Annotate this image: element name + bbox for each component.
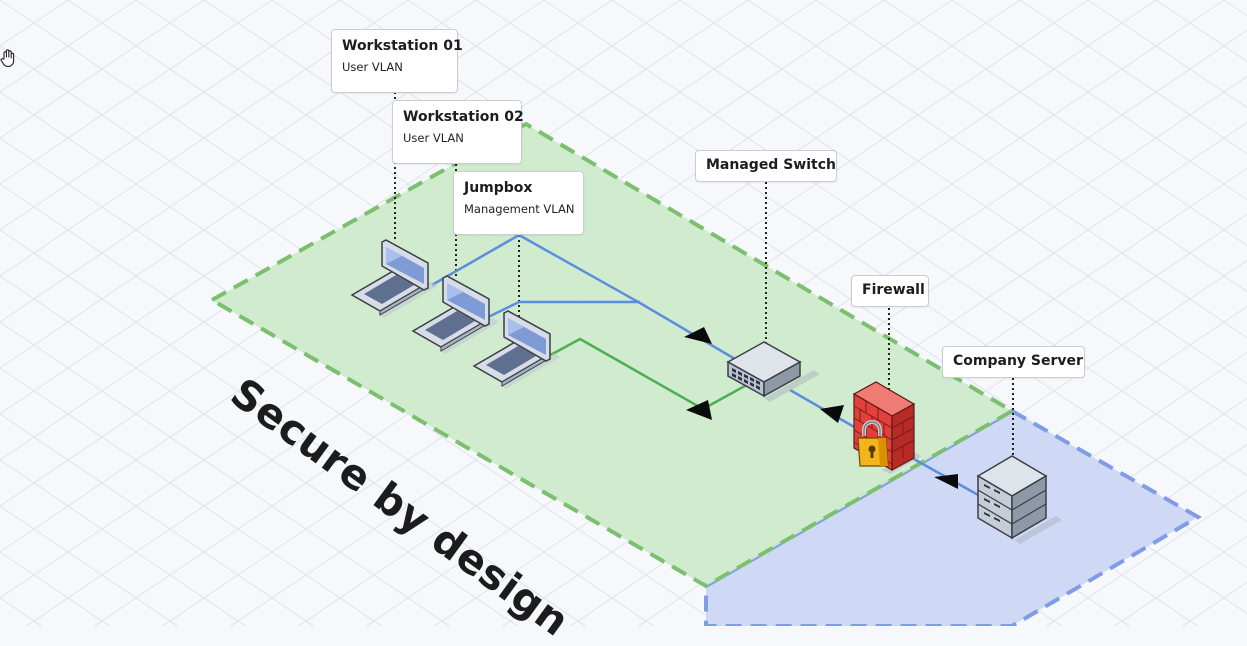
arrow-heads [684, 327, 958, 489]
label-company-server[interactable]: Company Server [942, 346, 1085, 378]
label-subtitle: Management VLAN [464, 202, 575, 216]
label-managed-switch[interactable]: Managed Switch [695, 150, 837, 182]
label-subtitle: User VLAN [342, 60, 403, 74]
lock-icon [857, 420, 889, 467]
link-jumpbox-switch [544, 337, 753, 411]
link-workstation01-switch [431, 233, 736, 361]
arrow-head-icon [820, 405, 844, 423]
link-workstation02-switch [479, 300, 640, 323]
label-workstation-01[interactable]: Workstation 01 User VLAN [331, 29, 463, 93]
laptop-icon[interactable] [472, 310, 560, 389]
secure-zone[interactable] [207, 121, 1016, 589]
laptop-icon[interactable] [411, 275, 499, 354]
label-title: Company Server [953, 353, 1083, 369]
server-icon[interactable] [976, 455, 1062, 544]
arrow-head-icon [934, 474, 958, 489]
label-firewall[interactable]: Firewall [851, 275, 929, 307]
laptop-icon[interactable] [350, 239, 438, 318]
pan-hand-icon[interactable] [0, 48, 18, 68]
switch-icon[interactable] [726, 341, 820, 402]
label-title: Workstation 01 [342, 38, 463, 54]
label-subtitle: User VLAN [403, 131, 464, 145]
label-jumpbox[interactable]: Jumpbox Management VLAN [453, 171, 584, 235]
label-title: Firewall [862, 282, 925, 298]
label-workstation-02[interactable]: Workstation 02 User VLAN [392, 100, 524, 164]
arrow-head-icon [686, 400, 712, 420]
label-title: Jumpbox [464, 180, 533, 196]
label-title: Workstation 02 [403, 109, 524, 125]
arrow-head-icon [684, 327, 712, 344]
label-title: Managed Switch [706, 157, 836, 173]
diagram-canvas [0, 0, 1247, 626]
